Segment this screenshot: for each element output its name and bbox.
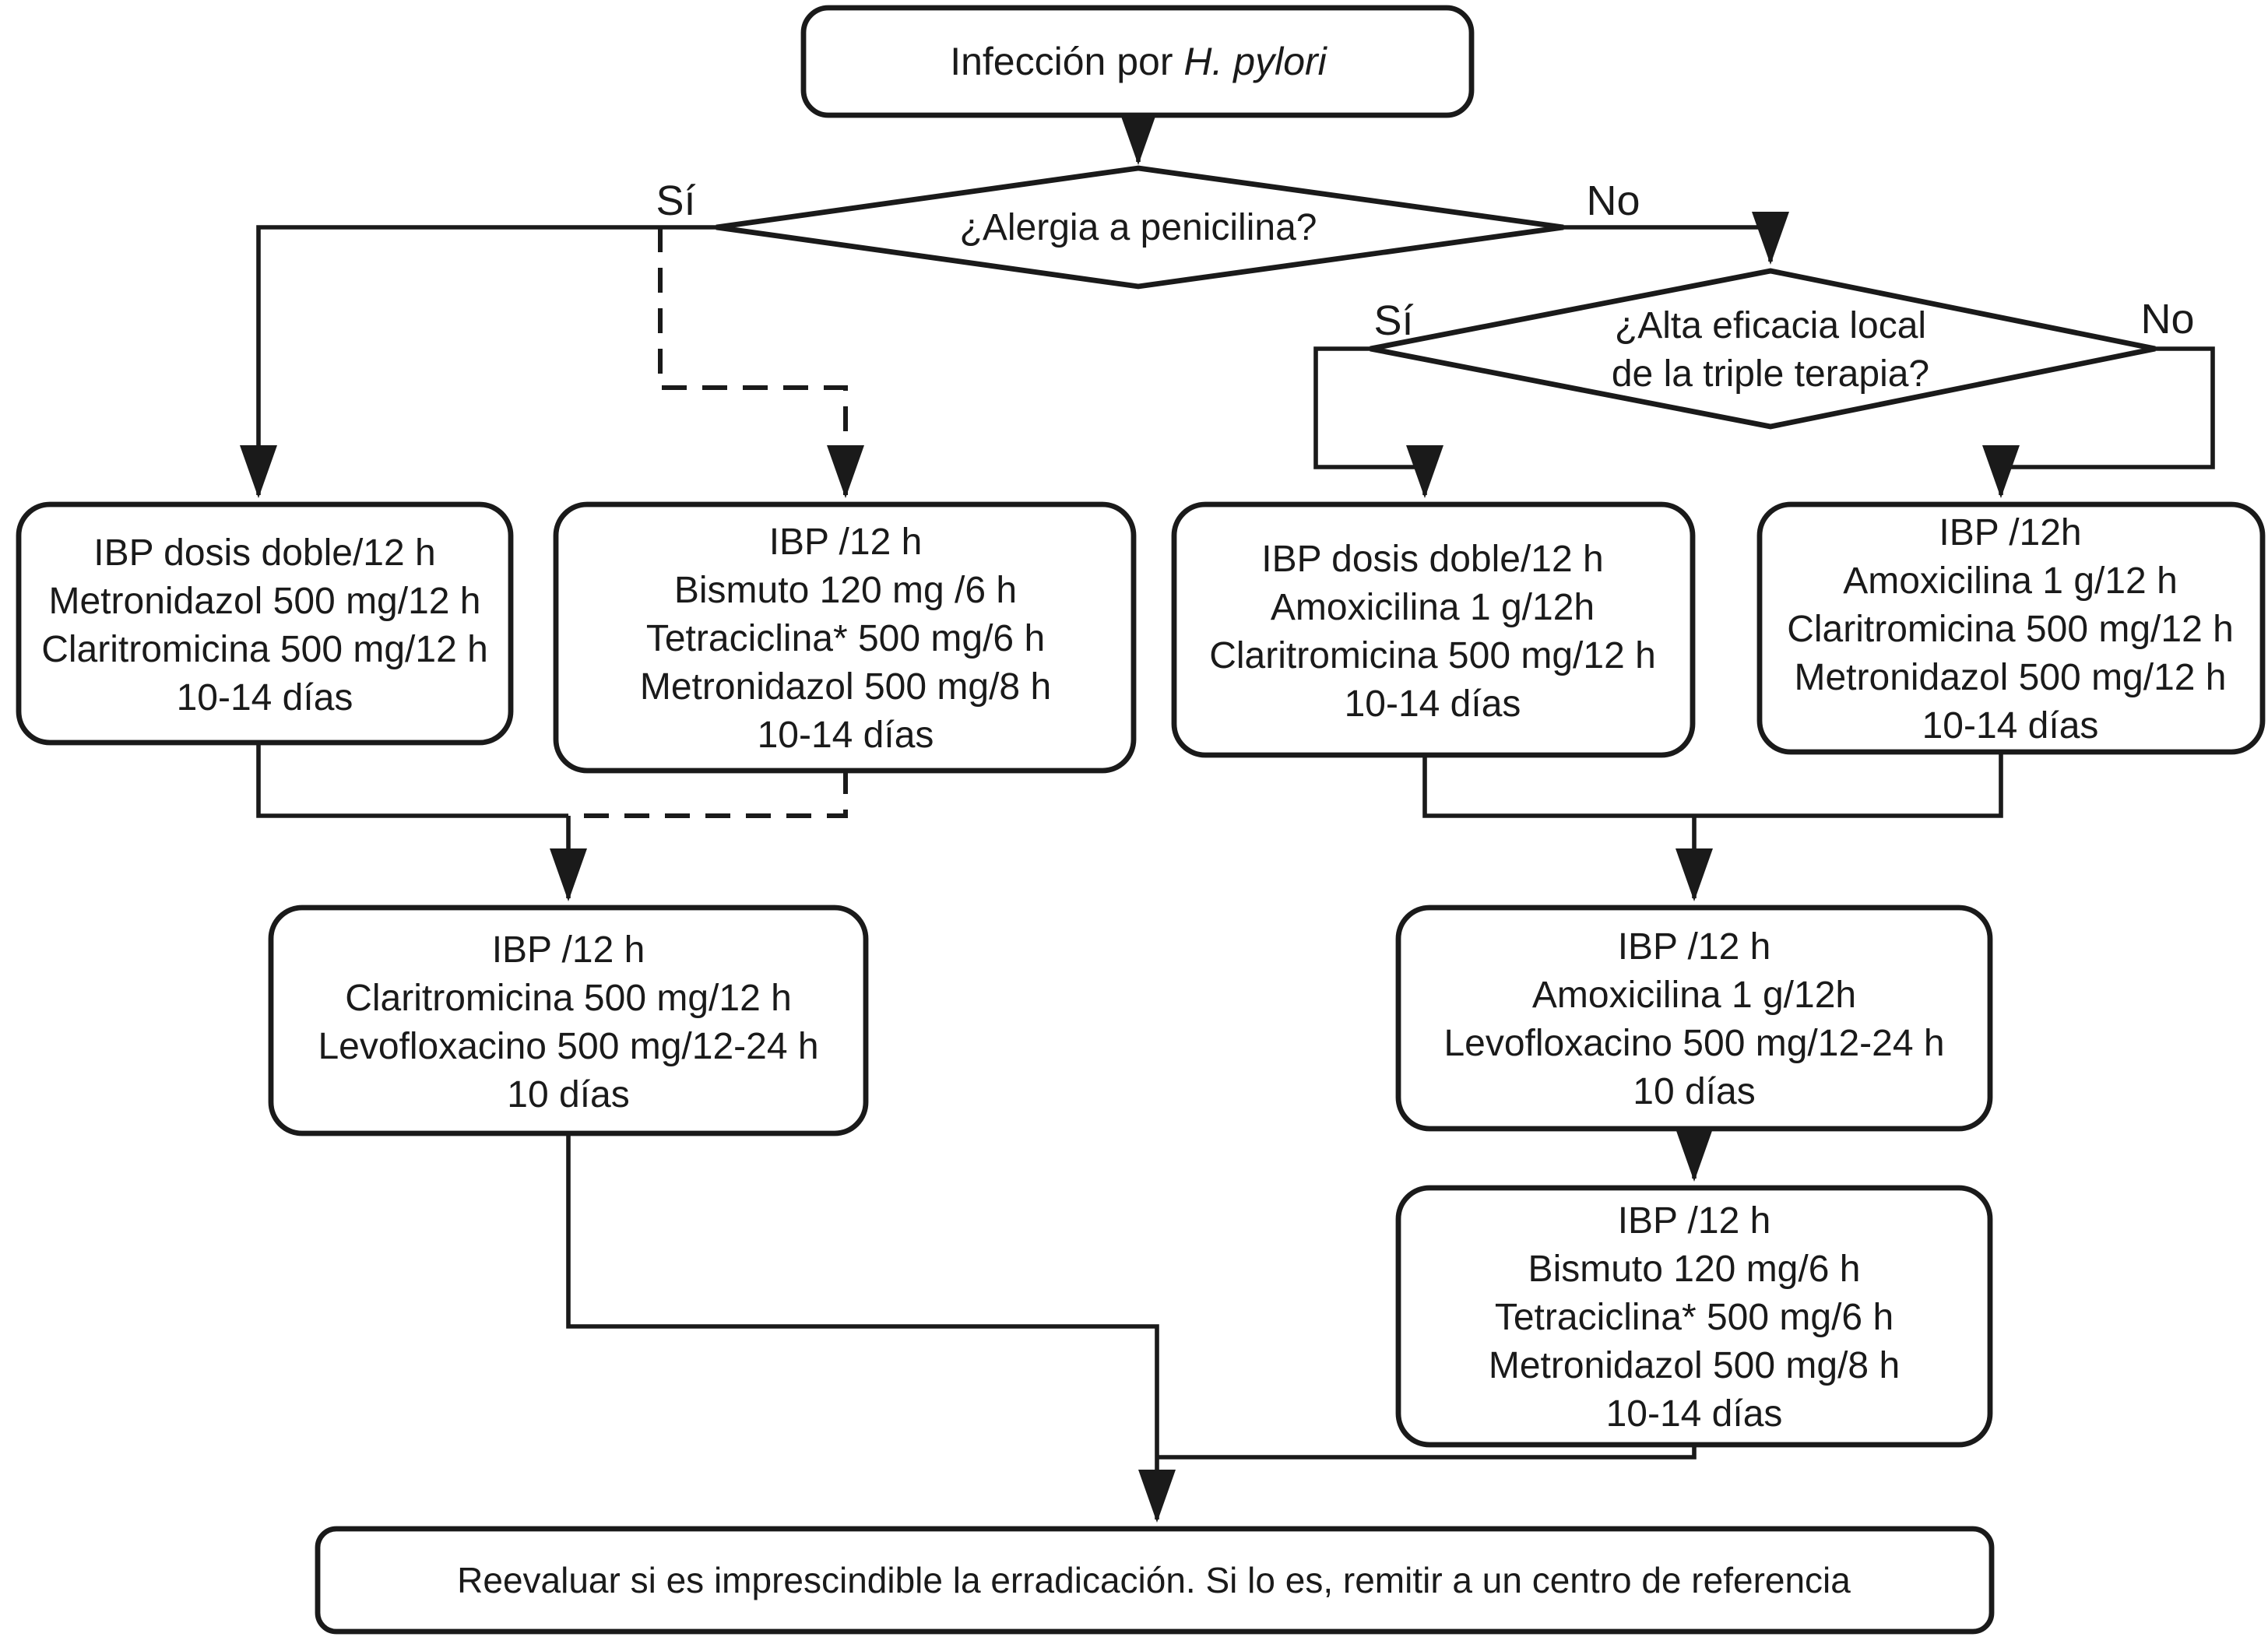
node-allergy-yes-quadruple: IBP /12 h Bismuto 120 mg /6 h Tetracicli… — [553, 501, 1137, 774]
node-low-efficacy-quadruple: IBP /12h Amoxicilina 1 g/12 h Claritromi… — [1756, 501, 2266, 755]
box-line: 10-14 días — [1922, 705, 2099, 746]
node-rescue-bismuth-quadruple-box — [1395, 1185, 1993, 1448]
connector-box-d-down — [1694, 750, 2003, 818]
box-line: 10 días — [507, 1074, 629, 1115]
box-line: IBP /12h — [1939, 512, 2081, 553]
node-reassess: Reevaluar si es imprescindible la erradi… — [315, 1526, 1995, 1635]
box-line: Amoxicilina 1 g/12h — [1271, 587, 1595, 628]
node-reassess-text: Reevaluar si es imprescindible la erradi… — [457, 1560, 1851, 1600]
box-line: 10-14 días — [177, 677, 353, 718]
connector-left-rescue-to-footer — [566, 1132, 1176, 1523]
box-line: 10 días — [1633, 1071, 1755, 1112]
decision-efficacy-text-line1: ¿Alta eficacia local — [1615, 305, 1926, 346]
box-line: Amoxicilina 1 g/12h — [1532, 975, 1856, 1016]
node-allergy-yes-quadruple-box — [553, 501, 1137, 774]
label-efficacy-yes: Sí — [1373, 297, 1413, 344]
node-low-efficacy-quadruple-box — [1756, 501, 2266, 755]
label-allergy-yes: Sí — [656, 177, 695, 224]
node-rescue-levofloxacin-amoxicillin: IBP /12 h Amoxicilina 1 g/12h Levofloxac… — [1395, 905, 1993, 1132]
box-line: 10-14 días — [1345, 683, 1521, 725]
box-line: Metronidazol 500 mg/12 h — [1795, 657, 2227, 698]
box-line: Metronidazol 500 mg/12 h — [49, 581, 481, 622]
box-line: 10-14 días — [1606, 1393, 1783, 1435]
box-line: Tetraciclina* 500 mg/6 h — [1495, 1297, 1894, 1338]
connector-box-b-down-dashed — [570, 769, 848, 818]
box-line: IBP /12 h — [769, 522, 923, 563]
node-infection-title-prefix: Infección por — [950, 40, 1183, 83]
box-line: Bismuto 120 mg/6 h — [1528, 1249, 1861, 1290]
connector-allergy-yes-alternative-dashed — [658, 227, 864, 498]
box-line: Bismuto 120 mg /6 h — [674, 570, 1017, 611]
node-infection-box — [800, 5, 1475, 118]
connector-efficacy-yes — [1313, 346, 1443, 498]
decision-allergy-text: ¿Alergia a penicilina? — [960, 207, 1317, 248]
box-line: IBP dosis doble/12 h — [1261, 539, 1603, 580]
node-rescue-right-box — [1395, 905, 1993, 1132]
node-high-efficacy-triple: IBP dosis doble/12 h Amoxicilina 1 g/12h… — [1171, 501, 1696, 758]
box-line: IBP /12 h — [492, 929, 645, 971]
node-decision-allergy: ¿Alergia a penicilina? — [716, 165, 1564, 290]
box-line: Claritromicina 500 mg/12 h — [345, 978, 792, 1019]
box-line: Amoxicilina 1 g/12 h — [1843, 560, 2178, 602]
box-line: Claritromicina 500 mg/12 h — [1787, 609, 2234, 650]
connector-box-c-down — [1422, 754, 1694, 818]
box-line: Levofloxacino 500 mg/12-24 h — [318, 1026, 818, 1067]
node-high-efficacy-triple-box — [1171, 501, 1696, 758]
box-line: IBP /12 h — [1618, 926, 1771, 968]
box-line: Claritromicina 500 mg/12 h — [1209, 635, 1656, 676]
connector-box-a-down — [256, 743, 568, 818]
node-decision-efficacy: ¿Alta eficacia local de la triple terapi… — [1370, 268, 2156, 430]
decision-efficacy-text-line2: de la triple terapia? — [1612, 353, 1929, 395]
connector-quadruple-to-footer — [1159, 1443, 1697, 1460]
connector-allergy-yes — [240, 225, 716, 498]
node-rescue-left-box — [268, 905, 869, 1136]
decision-efficacy-diamond — [1370, 268, 2156, 430]
box-line: IBP /12 h — [1618, 1200, 1771, 1242]
box-line: 10-14 días — [758, 715, 934, 756]
node-allergy-yes-triple-box — [16, 501, 514, 746]
box-line: Claritromicina 500 mg/12 h — [41, 629, 488, 670]
node-rescue-levofloxacin-clarithromycin: IBP /12 h Claritromicina 500 mg/12 h Lev… — [268, 905, 869, 1136]
node-infection-title: Infección por H. pylori — [950, 40, 1327, 83]
node-rescue-bismuth-quadruple: IBP /12 h Bismuto 120 mg/6 h Tetraciclin… — [1395, 1185, 1993, 1448]
node-allergy-yes-triple: IBP dosis doble/12 h Metronidazol 500 mg… — [16, 501, 514, 746]
connector-efficacy-no — [1982, 346, 2215, 498]
connector-allergy-no — [1563, 212, 1789, 265]
node-infection-title-species: H. pylori — [1183, 40, 1327, 83]
decision-allergy-diamond — [716, 165, 1564, 290]
box-line: Metronidazol 500 mg/8 h — [640, 666, 1051, 708]
node-infection: Infección por H. pylori — [800, 5, 1475, 118]
node-reassess-box — [315, 1526, 1995, 1635]
box-line: Tetraciclina* 500 mg/6 h — [646, 618, 1045, 659]
box-line: Levofloxacino 500 mg/12-24 h — [1443, 1023, 1944, 1064]
box-line: IBP dosis doble/12 h — [93, 532, 435, 574]
label-allergy-no: No — [1586, 177, 1640, 224]
label-efficacy-no: No — [2140, 296, 2194, 342]
box-line: Metronidazol 500 mg/8 h — [1489, 1345, 1900, 1386]
